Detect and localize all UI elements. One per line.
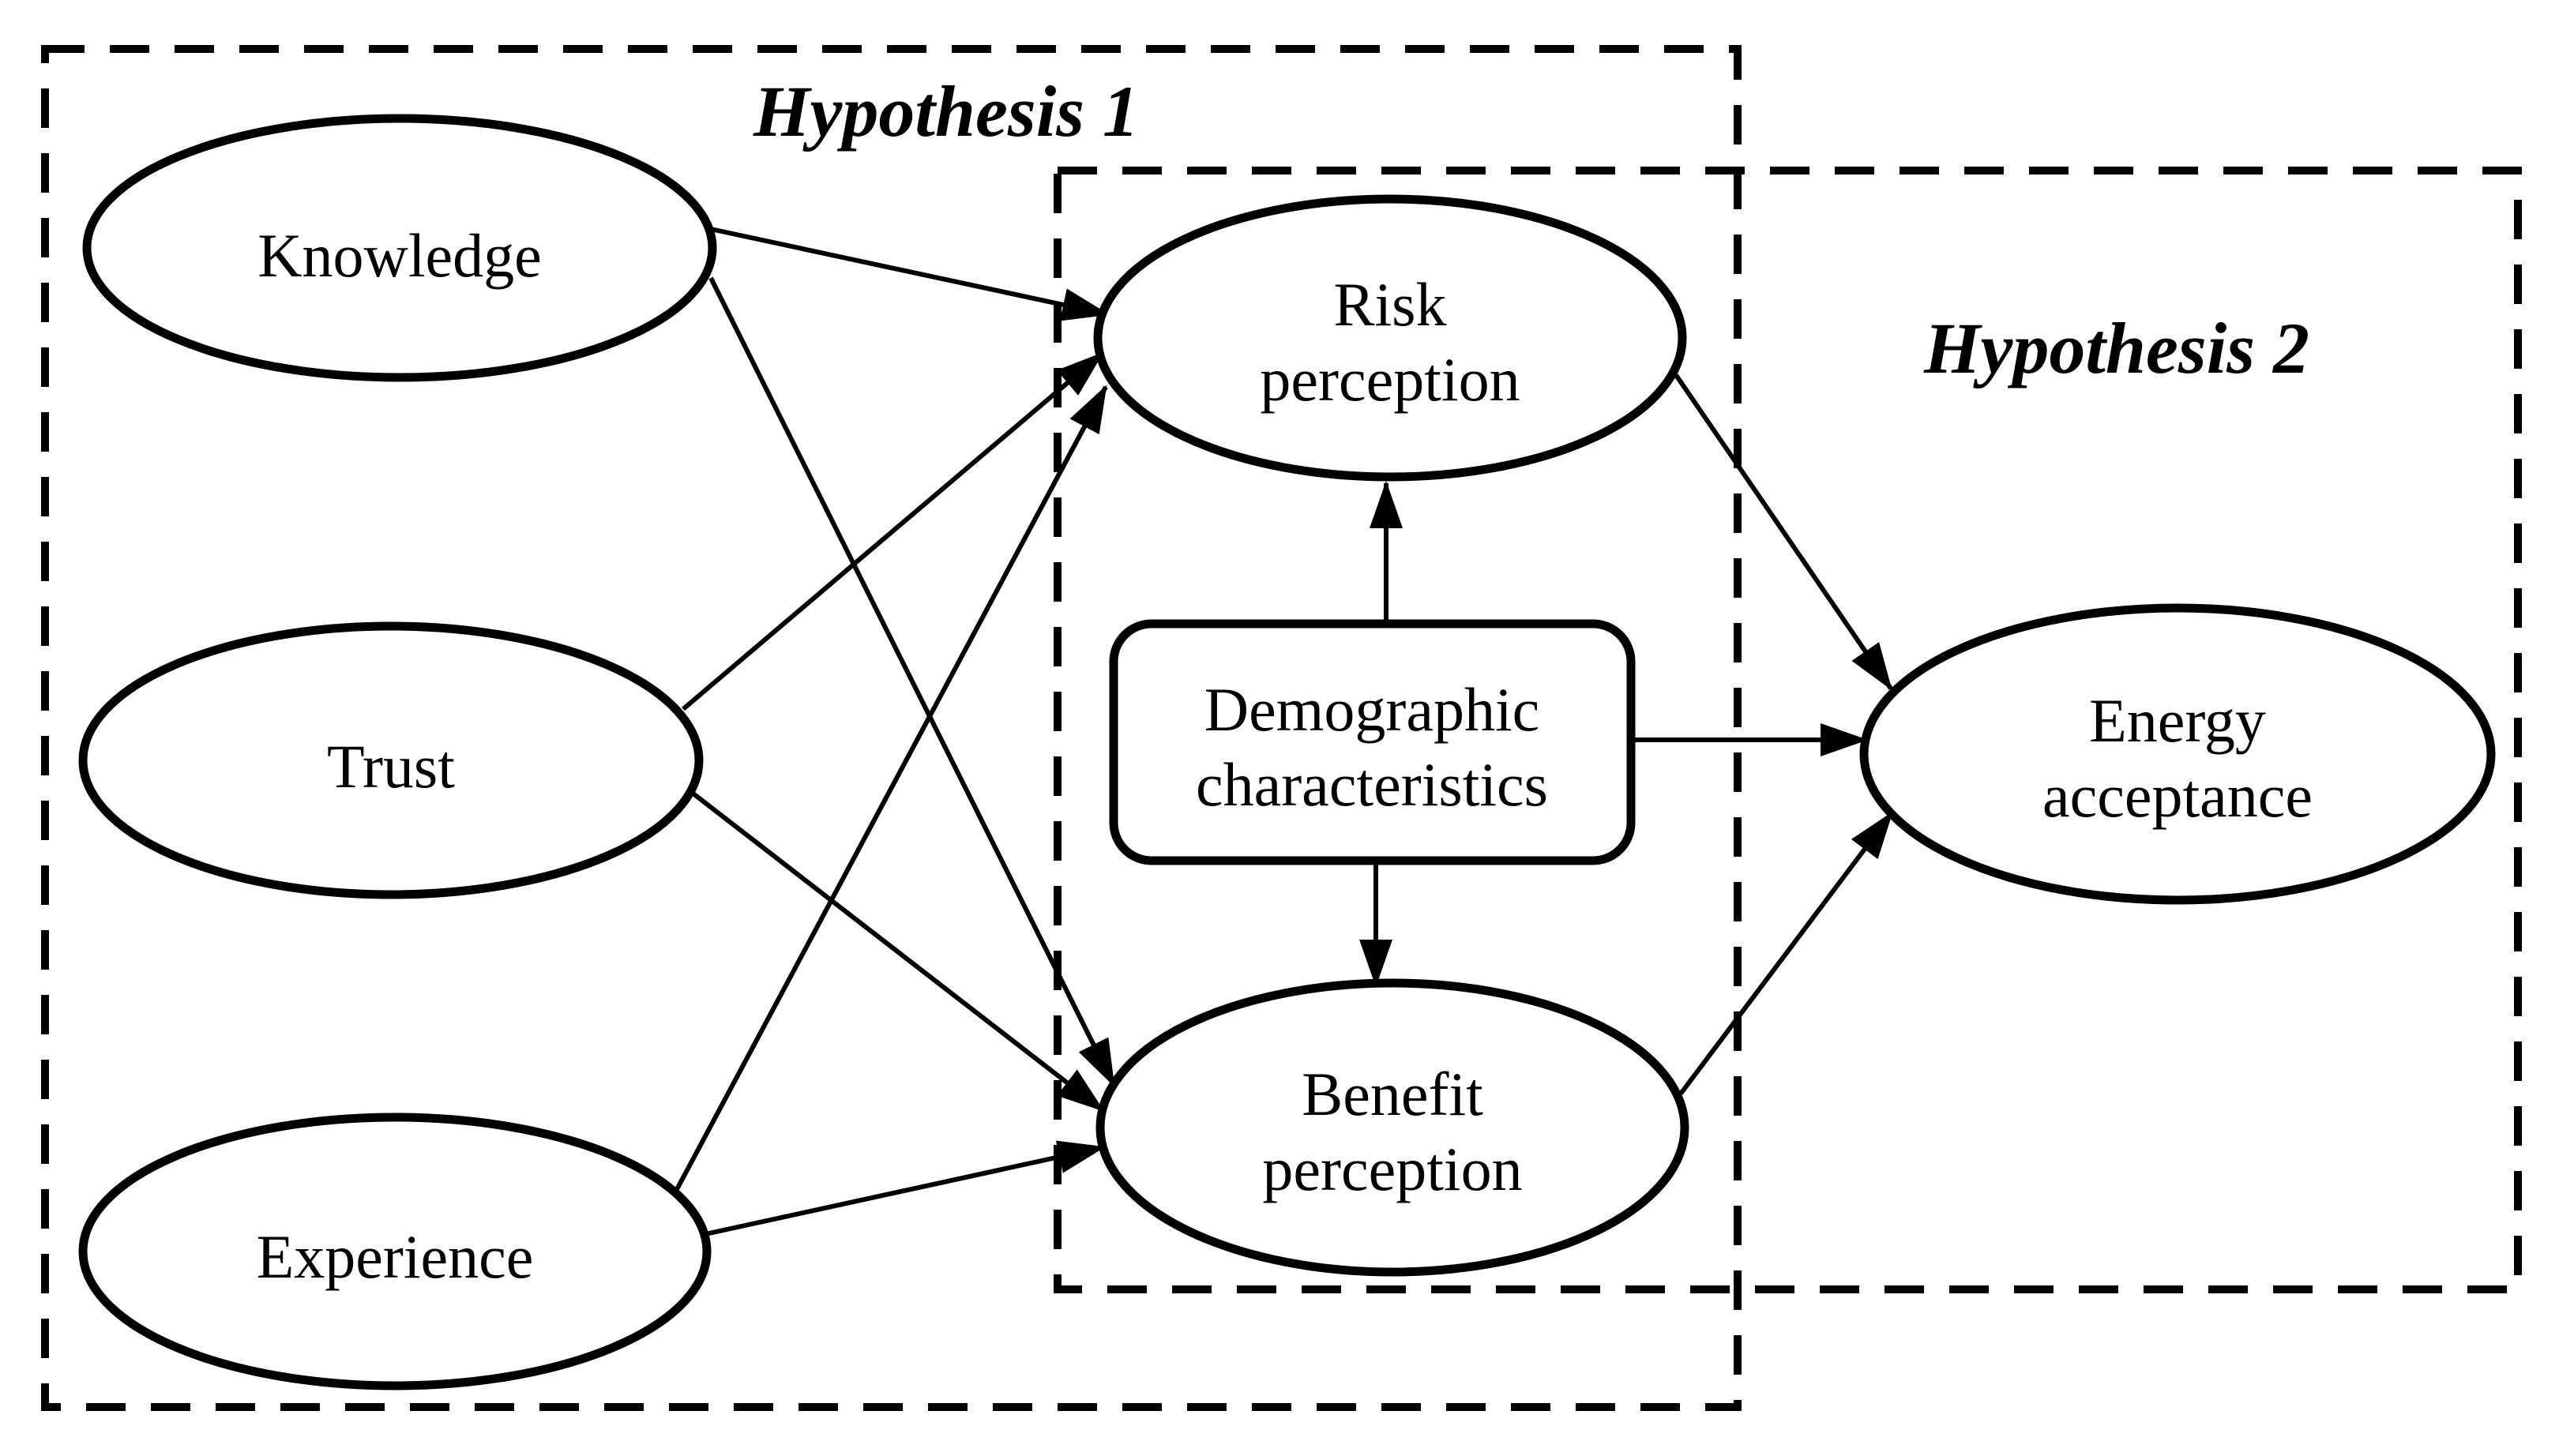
knowledge-ellipse xyxy=(82,114,717,382)
benefit-perception-label-line2: perception xyxy=(1262,1135,1522,1203)
hypothesis2-group-box xyxy=(1054,167,2522,1293)
edge-experience-to-risk-perception xyxy=(673,385,1108,1194)
trust-ellipse xyxy=(78,621,704,899)
edge-risk-perception-to-energy-acceptance xyxy=(1674,373,1893,691)
experience-label: Experience xyxy=(257,1222,534,1291)
demographic-label-line2: characteristics xyxy=(1196,750,1548,819)
energy-acceptance-ellipse xyxy=(1859,603,2496,905)
knowledge-label: Knowledge xyxy=(257,221,542,290)
edge-knowledge-to-risk-perception xyxy=(706,226,1110,321)
energy-acceptance-label-line2: acceptance xyxy=(2042,761,2313,830)
energy-acceptance-label-line1: Energy xyxy=(2089,686,2266,755)
trust-label: Trust xyxy=(327,732,455,801)
experience-ellipse xyxy=(78,1113,712,1390)
edge-experience-to-benefit-perception xyxy=(705,1140,1106,1236)
edge-benefit-perception-to-energy-acceptance xyxy=(1678,811,1894,1095)
demographic-label-line1: Demographic xyxy=(1204,675,1540,744)
risk-perception-label-line2: perception xyxy=(1260,345,1520,414)
risk-perception-label-line1: Risk xyxy=(1333,270,1446,339)
edge-trust-to-risk-perception xyxy=(682,351,1104,711)
benefit-perception-label-line1: Benefit xyxy=(1302,1060,1483,1128)
hypothesis1-group-box xyxy=(41,45,1742,1411)
risk-perception-ellipse xyxy=(1093,194,1687,482)
demographic-characteristics-box xyxy=(1109,619,1636,865)
edge-knowledge-to-benefit-perception xyxy=(708,276,1116,1087)
benefit-perception-ellipse xyxy=(1095,978,1689,1277)
hypothesis2-label: Hypothesis 2 xyxy=(1923,308,2309,388)
hypothesis1-label: Hypothesis 1 xyxy=(753,71,1139,152)
edge-trust-to-benefit-perception xyxy=(690,790,1105,1113)
